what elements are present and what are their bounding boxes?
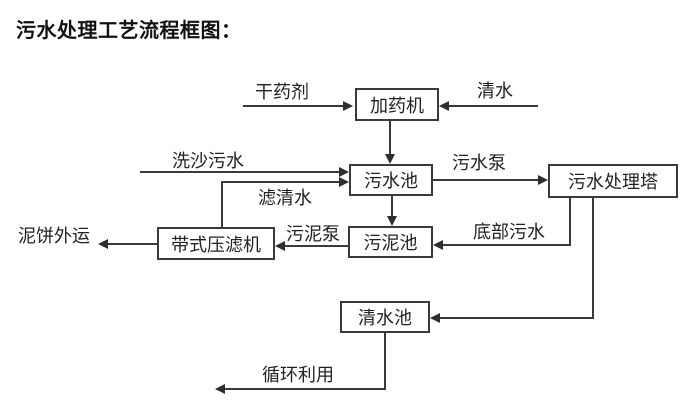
edge-label-sand-washing-sewage: 洗沙污水: [172, 151, 244, 171]
arrowhead-down-icon: [385, 154, 395, 164]
node-sewage-pool: 污水池: [349, 164, 433, 196]
flow-line: [440, 317, 594, 319]
arrowhead-right-icon: [339, 167, 349, 177]
edge-label-clean-water: 清水: [477, 81, 513, 101]
node-clean-water-pool-label: 清水池: [358, 308, 412, 328]
node-sludge-pool-label: 污泥池: [363, 233, 418, 253]
arrowhead-left-icon: [98, 239, 108, 249]
flow-line: [449, 105, 538, 107]
flow-line: [592, 198, 594, 319]
flow-line: [569, 198, 571, 246]
node-sludge-pool: 污泥池: [348, 226, 433, 258]
node-dosing-machine: 加药机: [355, 88, 439, 121]
edge-label-dry-agent: 干药剂: [255, 82, 309, 102]
flow-line: [221, 181, 223, 227]
flow-line: [108, 243, 157, 245]
arrowhead-right-icon: [343, 101, 353, 111]
node-belt-filter-press-label: 带式压滤机: [171, 234, 261, 255]
edge-label-sludge-pump: 污泥泵: [286, 224, 340, 244]
flow-line: [443, 244, 571, 246]
node-sewage-pool-label: 污水池: [364, 171, 418, 191]
node-dosing-machine-label: 加药机: [370, 95, 424, 116]
flow-line: [225, 388, 386, 390]
flow-line: [389, 121, 391, 156]
arrowhead-left-icon: [433, 240, 443, 250]
node-treatment-tower: 污水处理塔: [548, 164, 678, 198]
flow-line: [221, 181, 340, 183]
arrowhead-left-icon: [439, 101, 449, 111]
arrowhead-left-icon: [275, 241, 285, 251]
flow-line: [243, 105, 344, 107]
arrowhead-down-icon: [387, 216, 397, 226]
edge-label-filtered-water: 滤清水: [258, 188, 312, 208]
edge-label-bottom-sewage: 底部污水: [473, 222, 545, 242]
edge-label-sewage-pump: 污水泵: [452, 153, 506, 173]
node-clean-water-pool: 清水池: [340, 301, 430, 333]
arrowhead-right-icon: [538, 175, 548, 185]
arrowhead-right-icon: [339, 177, 349, 187]
node-treatment-tower-label: 污水处理塔: [568, 172, 658, 192]
edge-label-recycle-use: 循环利用: [262, 365, 334, 385]
flow-line: [433, 179, 539, 181]
flow-line: [285, 245, 348, 247]
arrowhead-left-icon: [430, 313, 440, 323]
edge-label-mud-cake-out: 泥饼外运: [18, 226, 90, 246]
arrowhead-left-icon: [215, 384, 225, 394]
flow-line: [384, 333, 386, 390]
flow-line: [391, 196, 393, 218]
node-belt-filter-press: 带式压滤机: [157, 227, 275, 260]
page-title: 污水处理工艺流程框图：: [16, 20, 242, 42]
flow-line: [140, 171, 340, 173]
